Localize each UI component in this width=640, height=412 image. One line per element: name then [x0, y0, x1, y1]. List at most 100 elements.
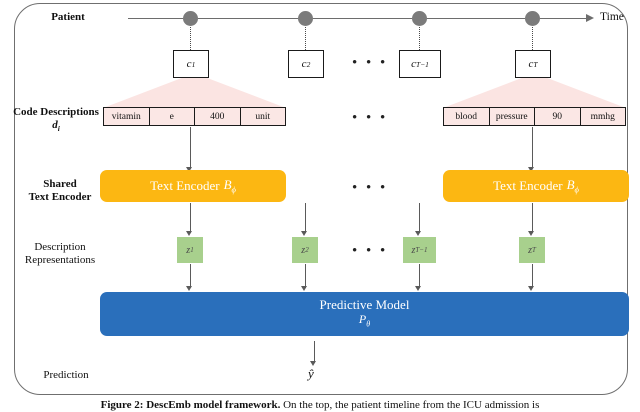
- token-cell: blood: [444, 108, 490, 125]
- row-label-code-descriptions: Code Descriptions di: [6, 106, 106, 135]
- text-encoder-left-subscript: ϕ: [231, 184, 236, 195]
- representation-4-subscript: T: [532, 246, 536, 254]
- dotted-connector-2: [305, 27, 306, 50]
- token-cell: e: [150, 108, 195, 125]
- arrow-z-to-model-2: [305, 264, 307, 288]
- code-box-3-subscript: T−1: [415, 59, 429, 69]
- arrow-encoder-to-z-1: [190, 203, 192, 233]
- prediction-output: ŷ: [308, 366, 314, 381]
- representation-1-subscript: 1: [190, 246, 194, 254]
- arrowhead: [310, 361, 317, 366]
- description-repr-line2: Representations: [24, 254, 96, 266]
- arrowhead: [528, 286, 535, 291]
- token-cell: unit: [255, 111, 271, 122]
- arrowhead: [415, 286, 422, 291]
- representation-2-subscript: 2: [305, 246, 309, 254]
- representation-2-symbol: z: [301, 244, 306, 256]
- arrow-encoder-to-z-3: [419, 203, 421, 233]
- timeline-axis-label: Time: [600, 11, 624, 23]
- text-encoder-right-subscript: ϕ: [574, 184, 579, 195]
- predictive-model-symbol-line: Pθ: [359, 312, 370, 331]
- representation-1-symbol: z: [186, 244, 191, 256]
- description-repr-line1: Description: [34, 241, 86, 253]
- timeline-event-dot-4: [525, 11, 540, 26]
- arrow-z-to-model-3: [419, 264, 421, 288]
- dotted-connector-4: [532, 27, 533, 50]
- token-strip-left: vitamin e 400 unit: [103, 107, 286, 126]
- arrowhead: [186, 231, 193, 236]
- timeline-event-dot-2: [298, 11, 313, 26]
- representation-3-symbol: z: [411, 244, 416, 256]
- arrow-z-to-model-4: [532, 264, 534, 288]
- timeline-segment: [427, 18, 525, 19]
- text-encoder-left-label: Text Encoder: [150, 178, 220, 193]
- row-label-prediction: Prediction: [43, 369, 89, 381]
- row-label-shared-text-encoder: Shared Text Encoder: [14, 178, 106, 204]
- token-cell: vitamin: [104, 108, 150, 125]
- arrow-z-to-model-1: [190, 264, 192, 288]
- token-strip-right: blood pressure 90 mmhg: [443, 107, 626, 126]
- arrowhead: [186, 286, 193, 291]
- timeline-event-dot-1: [183, 11, 198, 26]
- token-cell: mmhg: [590, 111, 615, 122]
- code-descriptions-symbol: d: [52, 119, 58, 131]
- token-cell: 90: [535, 108, 581, 125]
- encoders-ellipsis: • • •: [352, 180, 388, 196]
- arrow-tokens-to-encoder-2: [532, 127, 534, 169]
- code-box-2-subscript: 2: [306, 59, 311, 69]
- text-encoder-left-symbol: B: [223, 177, 232, 193]
- predictive-model-subscript: θ: [366, 319, 371, 329]
- arrow-tokens-to-encoder-1: [190, 127, 192, 169]
- representation-4-symbol: z: [528, 244, 532, 256]
- code-box-1-subscript: 1: [191, 59, 196, 69]
- figure-caption-bold: Figure 2: DescEmb model framework.: [100, 399, 281, 411]
- arrowhead: [415, 231, 422, 236]
- tokens-ellipsis: • • •: [352, 110, 388, 126]
- code-box-4-symbol: c: [528, 58, 534, 70]
- timeline-segment: [540, 18, 588, 19]
- token-cell: pressure: [490, 108, 535, 125]
- arrow-encoder-to-z-4: [532, 203, 534, 233]
- code-box-1-symbol: c: [186, 58, 192, 70]
- code-box-2-symbol: c: [301, 58, 307, 70]
- dotted-connector-1: [190, 27, 191, 50]
- arrowhead: [528, 231, 535, 236]
- figure-caption: Figure 2: DescEmb model framework. On th…: [0, 399, 640, 411]
- code-descriptions-line1: Code Descriptions: [13, 106, 99, 118]
- timeline-event-dot-3: [412, 11, 427, 26]
- arrowhead: [301, 286, 308, 291]
- codes-ellipsis: • • •: [352, 55, 388, 71]
- text-encoder-right-label: Text Encoder: [493, 178, 563, 193]
- dotted-connector-3: [419, 27, 420, 50]
- timeline-arrowhead: [586, 13, 594, 22]
- arrowhead: [186, 167, 193, 172]
- shared-encoder-line1: Shared: [43, 178, 77, 190]
- timeline-segment: [128, 18, 183, 19]
- representation-3-subscript: T−1: [415, 246, 428, 254]
- code-descriptions-subscript: i: [57, 124, 60, 134]
- representations-ellipsis: • • •: [352, 243, 388, 259]
- timeline-segment: [313, 18, 412, 19]
- row-label-description-representations: Description Representations: [10, 241, 110, 267]
- arrowhead: [528, 167, 535, 172]
- predictive-model-title: Predictive Model: [319, 296, 410, 312]
- timeline-segment: [198, 18, 298, 19]
- shared-encoder-line2: Text Encoder: [28, 191, 92, 203]
- text-encoder-right-symbol: B: [566, 177, 575, 193]
- arrow-model-to-prediction: [314, 341, 316, 363]
- figure-caption-rest: On the top, the patient timeline from th…: [280, 399, 540, 411]
- token-cell: 400: [195, 108, 241, 125]
- arrow-encoder-to-z-2: [305, 203, 307, 233]
- row-label-patient: Patient: [51, 11, 85, 23]
